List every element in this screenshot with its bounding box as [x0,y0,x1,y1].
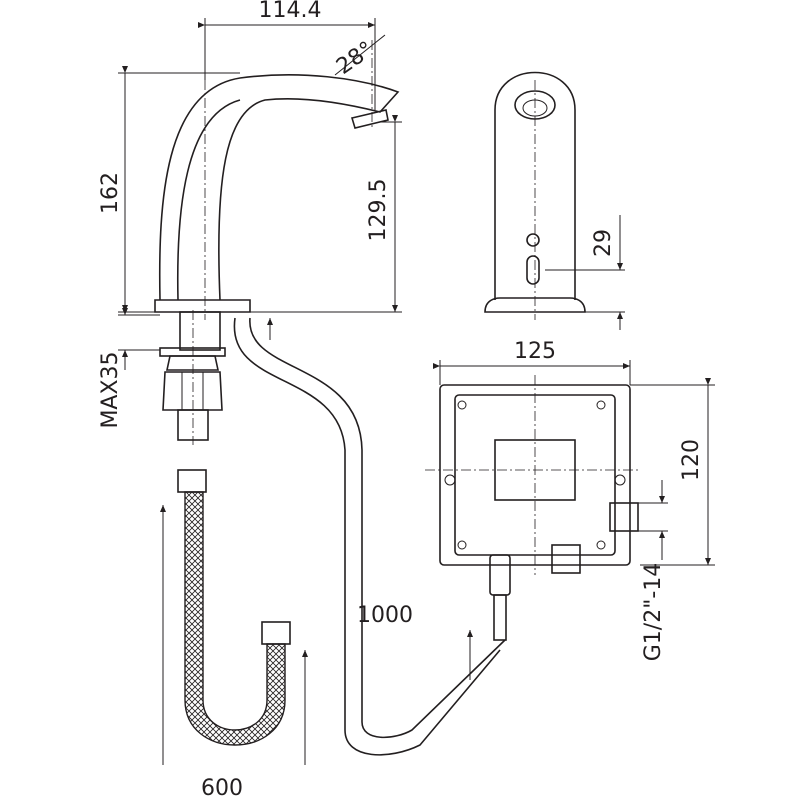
label-max-deck: MAX35 [98,351,123,428]
label-connection-thread: G1/2"-14 [641,563,666,662]
label-box-width: 125 [514,339,556,364]
dimension-outlet-height: 129.5 [250,115,402,313]
dimension-total-height: 162 [98,66,240,313]
dimension-sensor-height: 29 [545,215,625,330]
label-sensor-height: 29 [591,229,616,257]
label-outlet-height: 129.5 [366,179,391,242]
faucet-side-view [154,40,400,320]
mounting-shank [159,310,226,445]
flexible-hose: 600 [160,469,308,800]
label-box-height: 120 [679,439,704,481]
label-total-height: 162 [98,172,123,214]
label-cable-length: 1000 [357,603,413,628]
dimension-max-deck: MAX35 [98,295,160,429]
control-box [425,375,640,575]
sensor-cable: 1000 [233,317,511,756]
dimension-spout-reach: 114.4 28° [198,0,386,110]
label-hose-length: 600 [201,776,243,800]
dimension-box: 125 120 G1/2"-14 [433,339,715,662]
faucet-front-view [484,71,586,320]
label-spout-angle: 28° [332,37,378,80]
label-spout-reach: 114.4 [259,0,322,23]
